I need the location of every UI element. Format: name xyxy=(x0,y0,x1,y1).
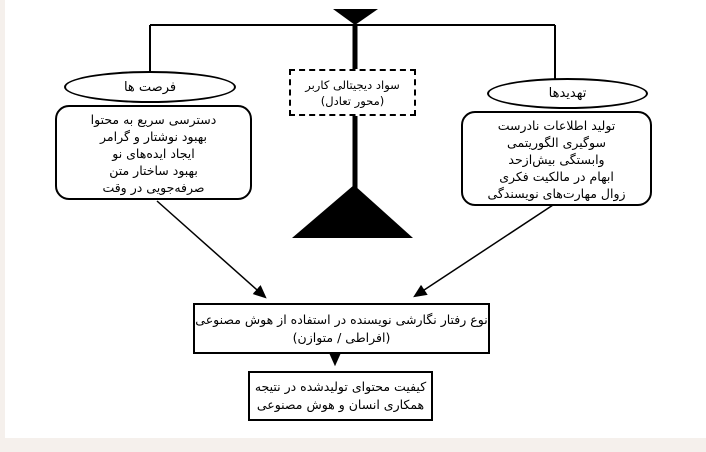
threats-ellipse: تهدیدها xyxy=(487,78,648,109)
axis-box-line2: (محور تعادل) xyxy=(320,93,385,108)
behavior-box-line2: (افراطی / متوازن) xyxy=(292,329,391,345)
list-item: بهبود ساختار متن xyxy=(109,163,198,178)
list-item: ابهام در مالکیت فکری xyxy=(499,169,614,184)
digital-literacy-axis-box: سواد دیجیتالی کاربر (محور تعادل) xyxy=(289,69,416,116)
balance-pointer-triangle-icon xyxy=(333,9,378,25)
list-item: بهبود نوشتار و گرامر xyxy=(100,129,207,144)
list-item: وابستگی بیش‌ازحد xyxy=(508,152,605,167)
opportunities-label: فرصت ها xyxy=(123,79,177,95)
opportunities-ellipse: فرصت ها xyxy=(64,71,236,103)
list-item: دسترسی سریع به محتوا xyxy=(90,112,217,127)
threats-label: تهدیدها xyxy=(548,86,587,101)
axis-box-line1: سواد دیجیتالی کاربر xyxy=(305,77,400,92)
list-item: صرفه‌جویی در وقت xyxy=(102,180,205,195)
behavior-box-line1: نوع رفتار نگارشی نویسنده در استفاده از ه… xyxy=(195,311,488,327)
threats-list-box: تولید اطلاعات نادرست سوگیری الگوریتمی وا… xyxy=(461,111,652,206)
opportunities-list-box: دسترسی سریع به محتوا بهبود نوشتار و گرام… xyxy=(55,105,252,200)
quality-box-line1: کیفیت محتوای تولیدشده در نتیجه xyxy=(254,379,427,394)
fulcrum-triangle-icon xyxy=(292,185,413,238)
quality-box-line2: همکاری انسان و هوش مصنوعی xyxy=(256,397,425,412)
list-item: ایجاد ایده‌های نو xyxy=(112,146,195,161)
list-item: سوگیری الگوریتمی xyxy=(507,135,606,150)
writing-behavior-box: نوع رفتار نگارشی نویسنده در استفاده از ه… xyxy=(193,303,490,354)
list-item: زوال مهارت‌های نویسندگی xyxy=(487,186,626,201)
threats-to-behavior-arrow xyxy=(413,204,554,298)
content-quality-box: کیفیت محتوای تولیدشده در نتیجه همکاری ان… xyxy=(248,371,433,421)
opportunities-to-behavior-arrow xyxy=(156,200,267,299)
list-item: تولید اطلاعات نادرست xyxy=(497,118,616,133)
